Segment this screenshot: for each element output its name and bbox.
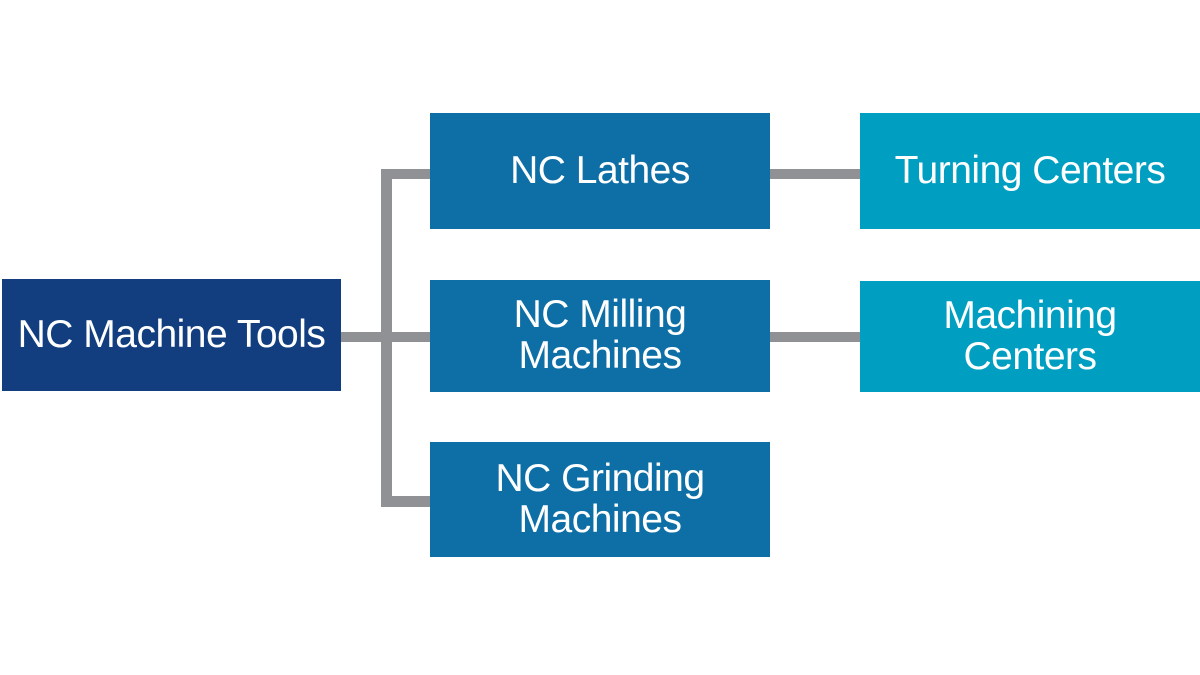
node-machining-centers: Machining Centers [860, 281, 1200, 392]
node-nc-machine-tools-label: NC Machine Tools [17, 312, 326, 356]
node-nc-machine-tools: NC Machine Tools [2, 279, 341, 391]
node-nc-grinding-machines: NC Grinding Machines [430, 442, 770, 557]
node-turning-centers-label: Turning Centers [894, 148, 1166, 192]
connector-milling-to-machining [770, 332, 860, 342]
node-machining-centers-label: Machining Centers [943, 293, 1117, 378]
connector-branch-grinding [381, 496, 431, 507]
node-nc-lathes: NC Lathes [430, 113, 770, 229]
node-nc-grinding-machines-label: NC Grinding Machines [495, 456, 705, 541]
connector-vertical-trunk [381, 169, 392, 507]
connector-branch-lathes [381, 169, 430, 179]
node-nc-lathes-label: NC Lathes [510, 148, 690, 192]
node-nc-milling-machines-label: NC Milling Machines [513, 293, 687, 377]
node-turning-centers: Turning Centers [860, 113, 1200, 229]
node-nc-milling-machines: NC Milling Machines [430, 280, 770, 392]
connector-lathes-to-turning [770, 169, 860, 179]
